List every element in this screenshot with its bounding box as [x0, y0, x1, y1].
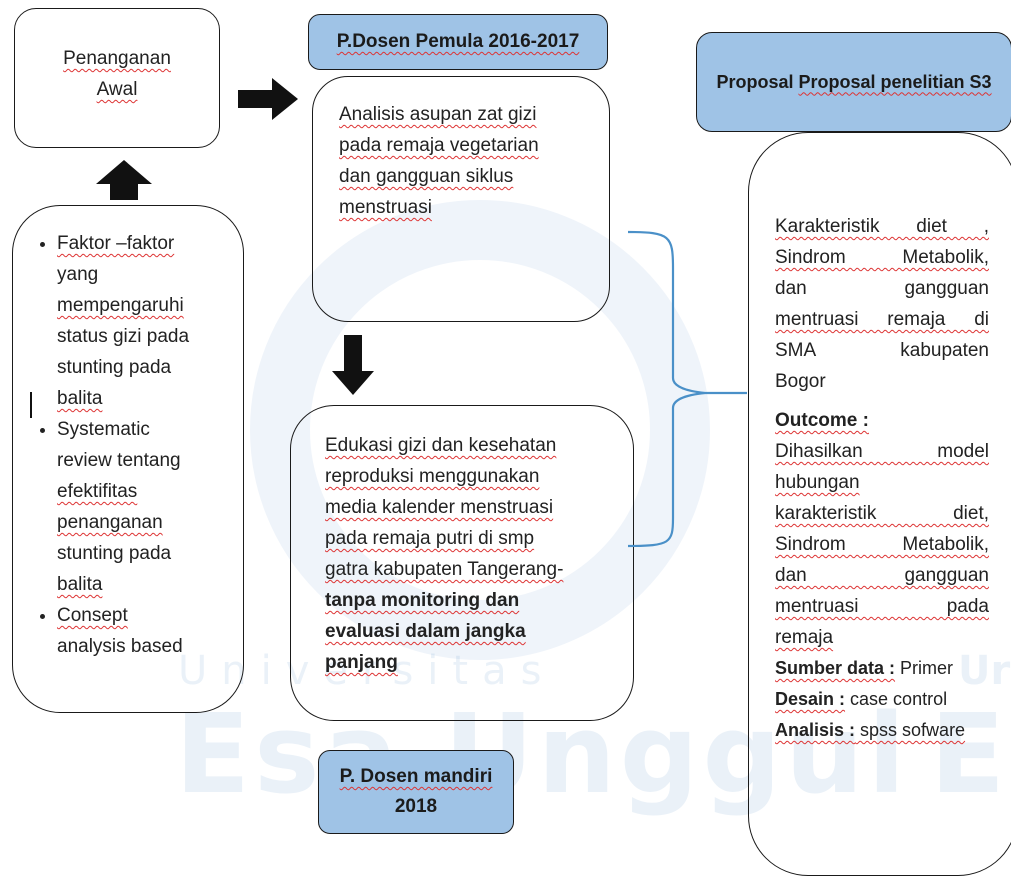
- outcome-line: mentruasi pada: [775, 596, 989, 617]
- text-cursor: [30, 392, 32, 418]
- outcome-line: Dihasilkan model: [775, 441, 989, 462]
- pdp-box: Analisis asupan zat gizi pada remaja veg…: [312, 76, 610, 322]
- outcome-line: remaja: [775, 627, 834, 648]
- outcome-line: dan gangguan: [775, 565, 989, 586]
- start-box: Penanganan Awal: [14, 8, 220, 148]
- outcome-label: Outcome :: [775, 410, 869, 431]
- factor-item: Systematic review tentang efektifitas pe…: [57, 414, 243, 600]
- pdm-line: media kalender menstruasi: [325, 497, 554, 518]
- s3-line: Sindrom Metabolik,: [775, 247, 989, 268]
- outcome-line: Sindrom Metabolik,: [775, 534, 989, 555]
- pdp-line: menstruasi: [339, 197, 432, 218]
- pdm-label-line2: 2018: [394, 796, 438, 817]
- watermark-right-small: Ur: [958, 648, 1011, 694]
- pdp-line: Analisis asupan zat gizi: [339, 104, 537, 125]
- pdm-bold-line: panjang: [325, 652, 398, 673]
- watermark-right-large: E: [930, 690, 1006, 818]
- factors-list: Faktor –faktor yang mempengaruhi status …: [13, 228, 243, 662]
- desain: Desain : case control: [775, 689, 948, 709]
- pdm-label: P. Dosen mandiri 2018: [318, 750, 514, 834]
- s3-label: Proposal Proposal penelitian S3: [696, 32, 1011, 132]
- brace-connector: [627, 230, 747, 548]
- s3-line: mentruasi remaja di: [775, 309, 989, 330]
- pdm-line: gatra kabupaten Tangerang-: [325, 559, 564, 580]
- pdp-label: P.Dosen Pemula 2016-2017: [308, 14, 608, 70]
- pdm-bold-line: tanpa monitoring dan: [325, 590, 520, 611]
- factor-item: Consept analysis based: [57, 600, 243, 662]
- sumber-data: Sumber data : Primer: [775, 658, 954, 678]
- analisis: Analisis : spss sofware: [775, 720, 966, 740]
- s3-line: Karakteristik diet ,: [775, 216, 989, 237]
- outcome-line: hubungan: [775, 472, 860, 493]
- watermark-esa-unggul: Esa Unggul: [175, 690, 910, 818]
- pdm-box: Edukasi gizi dan kesehatan reproduksi me…: [290, 405, 634, 721]
- s3-line: Bogor: [775, 371, 826, 392]
- s3-line: dan gangguan: [775, 278, 989, 299]
- start-box-line1: Penanganan: [63, 48, 171, 69]
- pdm-label-line1: P. Dosen mandiri: [339, 766, 493, 787]
- pdp-line: dan gangguan siklus: [339, 166, 514, 187]
- factors-box: Faktor –faktor yang mempengaruhi status …: [12, 205, 244, 713]
- s3-box: Karakteristik diet , Sindrom Metabolik, …: [748, 132, 1011, 876]
- factor-item: Faktor –faktor yang mempengaruhi status …: [57, 228, 243, 414]
- pdm-line: Edukasi gizi dan kesehatan: [325, 435, 557, 456]
- start-box-line2: Awal: [96, 79, 138, 100]
- up-arrow-icon: [96, 160, 152, 200]
- right-arrow-icon: [238, 78, 298, 120]
- pdm-bold-line: evaluasi dalam jangka: [325, 621, 526, 642]
- pdp-line: pada remaja vegetarian: [339, 135, 539, 156]
- s3-line: SMA kabupaten: [775, 340, 989, 361]
- outcome-line: karakteristik diet,: [775, 503, 989, 524]
- pdm-line: pada remaja putri di smp: [325, 528, 535, 549]
- pdm-line: reproduksi menggunakan: [325, 466, 540, 487]
- down-arrow-icon: [332, 335, 374, 395]
